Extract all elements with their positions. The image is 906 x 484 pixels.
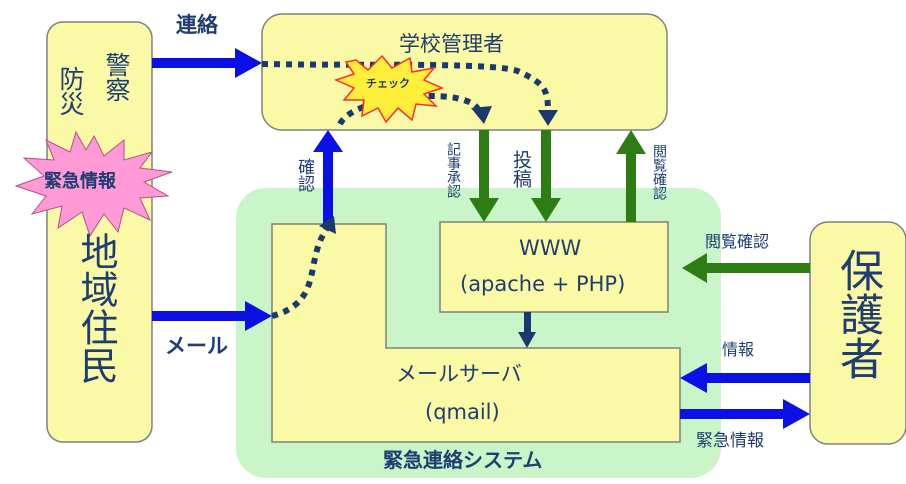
dotted-flows [261, 61, 551, 319]
emergency-info-label: 緊急情報 [696, 431, 764, 451]
check-badge-label: チェック [366, 77, 410, 90]
www-box [439, 221, 669, 313]
mail-label: メール [165, 334, 228, 358]
post-arrow [531, 130, 561, 222]
system-caption: 緊急連絡システム [383, 448, 543, 472]
dotted-check-head [471, 106, 492, 124]
police-char-2: 察 [102, 77, 131, 102]
emergency-info-arrow [680, 399, 810, 429]
article-approval-arrow [469, 130, 499, 222]
www-subtitle: (apache + PHP) [460, 272, 626, 296]
residents-label: 地域住民 [74, 232, 118, 384]
disaster-char-1: 防 [56, 66, 85, 91]
residents-box [46, 21, 153, 443]
www-to-mail-arrow [518, 312, 536, 348]
disaster-label: 防災 [56, 66, 85, 116]
view-confirm-left-arrow [682, 253, 810, 283]
guardians-label: 保護者 [832, 248, 883, 380]
police-char-1: 警 [102, 52, 131, 77]
emergency-starburst [14, 130, 173, 238]
mail-server-title: メールサーバ [396, 362, 522, 386]
police-label: 警察 [102, 52, 131, 102]
post-label: 投稿 [510, 150, 532, 188]
mail-server-subtitle: (qmail) [425, 400, 500, 424]
www-title: WWW [519, 236, 582, 260]
dotted-contact-flow [261, 61, 551, 113]
confirm-label: 確認 [294, 158, 314, 192]
mail-server-box [271, 223, 681, 443]
info-label: 情報 [722, 340, 755, 359]
mail-arrow [152, 301, 272, 331]
guardians-box [809, 221, 906, 445]
emergency-badge-label: 緊急情報 [44, 171, 116, 192]
view-confirm-vertical-label: 閲覧確認 [651, 144, 667, 200]
contact-arrow [152, 48, 262, 78]
dotted-mail-head [319, 216, 336, 234]
view-confirm-up-arrow [616, 130, 646, 222]
info-arrow [680, 363, 810, 393]
dotted-contact-head [538, 110, 558, 126]
contact-label: 連絡 [176, 13, 218, 37]
view-confirm-horizontal-label: 閲覧確認 [705, 232, 770, 251]
school-admin-title: 学校管理者 [399, 32, 504, 56]
dotted-mail-flow [271, 224, 331, 319]
article-approval-label: 記事承認 [445, 142, 461, 198]
disaster-char-2: 災 [56, 91, 85, 116]
check-burst [333, 54, 445, 124]
confirm-arrow [313, 130, 343, 224]
